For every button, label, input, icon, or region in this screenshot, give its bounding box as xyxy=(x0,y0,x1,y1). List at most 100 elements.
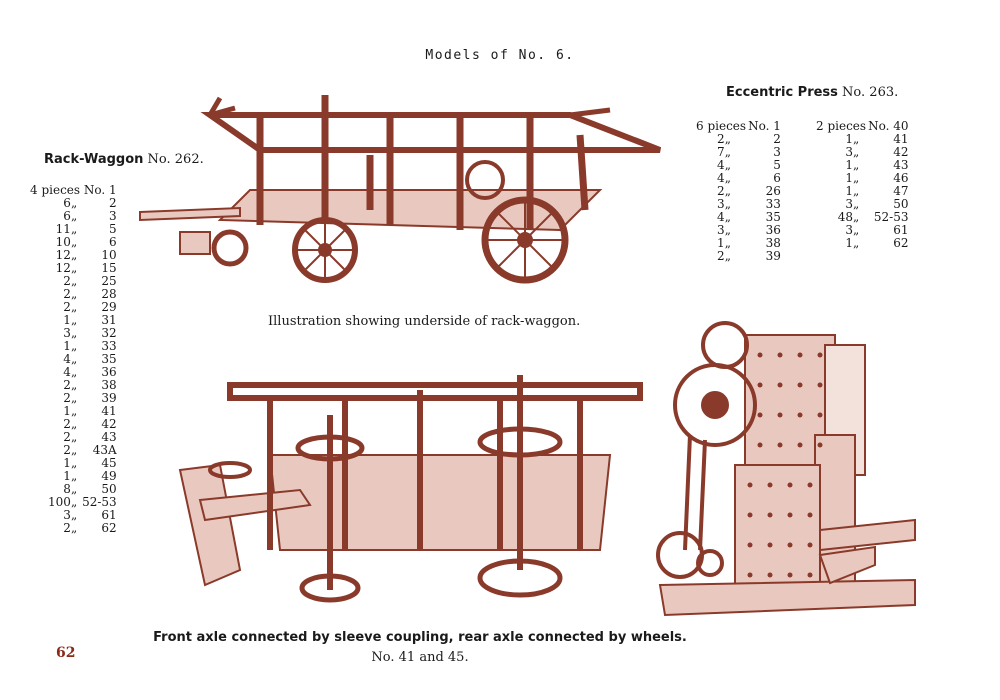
part-quantity: 3 xyxy=(845,223,853,237)
part-quantity: 4 xyxy=(717,158,725,172)
part-quantity: 3 xyxy=(717,223,725,237)
parts-row: 48„52-53 xyxy=(816,210,909,224)
part-number: 5 xyxy=(773,158,781,172)
parts-header-row: 4 pieces No. 1 xyxy=(30,184,117,197)
ditto-mark: „ xyxy=(724,132,731,146)
ditto-mark: „ xyxy=(70,300,78,314)
parts-row: 2„39 xyxy=(696,250,781,263)
parts-header-qty: 6 pieces xyxy=(696,119,747,133)
part-quantity: 3 xyxy=(717,197,725,211)
parts-row: 12„15 xyxy=(30,262,117,275)
parts-row: 1„43 xyxy=(816,159,908,172)
ditto-mark: „ xyxy=(70,495,78,509)
ditto-mark: „ xyxy=(70,521,78,535)
part-number: 33 xyxy=(101,339,117,353)
part-number: 47 xyxy=(893,184,909,198)
upper-caption: Illustration showing underside of rack-w… xyxy=(268,314,581,329)
parts-row: 1„62 xyxy=(816,237,908,250)
parts-row: 1„33 xyxy=(30,339,117,353)
part-number: 31 xyxy=(101,313,117,327)
ditto-mark: „ xyxy=(724,197,731,211)
parts-row: 2„26 xyxy=(696,185,781,198)
part-quantity: 1 xyxy=(63,313,71,327)
parts-header-qty: 4 pieces xyxy=(30,183,81,197)
parts-row: 1„46 xyxy=(816,172,908,185)
parts-row: 4„35 xyxy=(30,352,117,366)
part-number: 61 xyxy=(101,508,117,522)
eccentric-press-illustration xyxy=(656,321,916,617)
rack-waggon-illustration xyxy=(139,95,662,284)
ditto-mark: „ xyxy=(853,171,860,185)
rack-waggon-title-bold: Rack-Waggon xyxy=(44,152,144,167)
parts-header-no: No. 40 xyxy=(868,119,909,133)
part-quantity: 2 xyxy=(63,521,71,535)
parts-row: 3„36 xyxy=(696,224,781,237)
part-quantity: 2 xyxy=(717,132,725,146)
ditto-mark: „ xyxy=(724,210,731,224)
ditto-mark: „ xyxy=(70,417,78,431)
waggon-underside-illustration xyxy=(178,375,643,603)
part-quantity: 1 xyxy=(63,469,71,483)
ditto-mark: „ xyxy=(724,145,731,159)
part-number: 36 xyxy=(765,223,781,237)
part-number: 29 xyxy=(101,300,117,314)
parts-row: 1„47 xyxy=(816,185,908,198)
part-number: 43 xyxy=(893,158,909,172)
parts-row: 1„49 xyxy=(30,469,116,483)
part-number: 25 xyxy=(101,274,117,288)
parts-row: 2„25 xyxy=(30,274,117,288)
parts-row: 2„43A xyxy=(30,443,117,457)
lower-caption-line2: No. 41 and 45. xyxy=(371,650,469,665)
part-quantity: 2 xyxy=(717,249,725,263)
part-quantity: 8 xyxy=(63,482,71,496)
ditto-mark: „ xyxy=(70,365,78,379)
parts-row: 3„42 xyxy=(816,146,908,159)
ditto-mark: „ xyxy=(724,171,731,185)
part-number: 35 xyxy=(765,210,781,224)
ditto-mark: „ xyxy=(853,158,860,172)
part-number: 41 xyxy=(893,132,909,146)
parts-row: 2„42 xyxy=(30,417,116,431)
part-quantity: 3 xyxy=(63,508,71,522)
part-number: 43A xyxy=(92,443,117,457)
ditto-mark: „ xyxy=(724,184,731,198)
ditto-mark: „ xyxy=(853,132,860,146)
part-quantity: 10 xyxy=(55,235,71,249)
part-quantity: 1 xyxy=(845,184,853,198)
parts-row: 8„50 xyxy=(30,482,116,496)
part-number: 36 xyxy=(101,365,117,379)
part-number: 32 xyxy=(101,326,117,340)
parts-row: 2„43 xyxy=(30,430,116,444)
parts-row: 4„36 xyxy=(30,365,117,379)
part-quantity: 12 xyxy=(55,248,71,262)
parts-row: 3„61 xyxy=(30,508,117,522)
part-number: 5 xyxy=(109,222,117,236)
ditto-mark: „ xyxy=(853,223,860,237)
parts-row: 2„39 xyxy=(30,392,116,405)
parts-row: 3„32 xyxy=(30,326,117,340)
ditto-mark: „ xyxy=(70,482,78,496)
ditto-mark: „ xyxy=(70,430,78,444)
part-number: 3 xyxy=(773,145,781,159)
ditto-mark: „ xyxy=(70,313,78,327)
parts-header-no: No. 1 xyxy=(748,119,781,133)
part-quantity: 2 xyxy=(63,430,71,444)
eccentric-press-title-rest: No. 263. xyxy=(837,85,899,100)
parts-row: 4„5 xyxy=(696,159,781,172)
part-quantity: 6 xyxy=(63,209,71,223)
part-quantity: 100 xyxy=(48,495,71,509)
part-number: 6 xyxy=(773,171,781,185)
part-quantity: 1 xyxy=(845,132,853,146)
ditto-mark: „ xyxy=(70,326,78,340)
part-number: 45 xyxy=(101,456,117,470)
ditto-mark: „ xyxy=(70,469,78,483)
ditto-mark: „ xyxy=(70,248,78,262)
part-number: 35 xyxy=(101,352,117,366)
part-quantity: 1 xyxy=(63,404,71,418)
parts-row: 11„5 xyxy=(30,223,117,236)
part-quantity: 2 xyxy=(63,443,71,457)
part-number: 39 xyxy=(765,249,781,263)
page-header: Models of No. 6. xyxy=(425,48,575,63)
part-number: 52-53 xyxy=(873,210,909,224)
